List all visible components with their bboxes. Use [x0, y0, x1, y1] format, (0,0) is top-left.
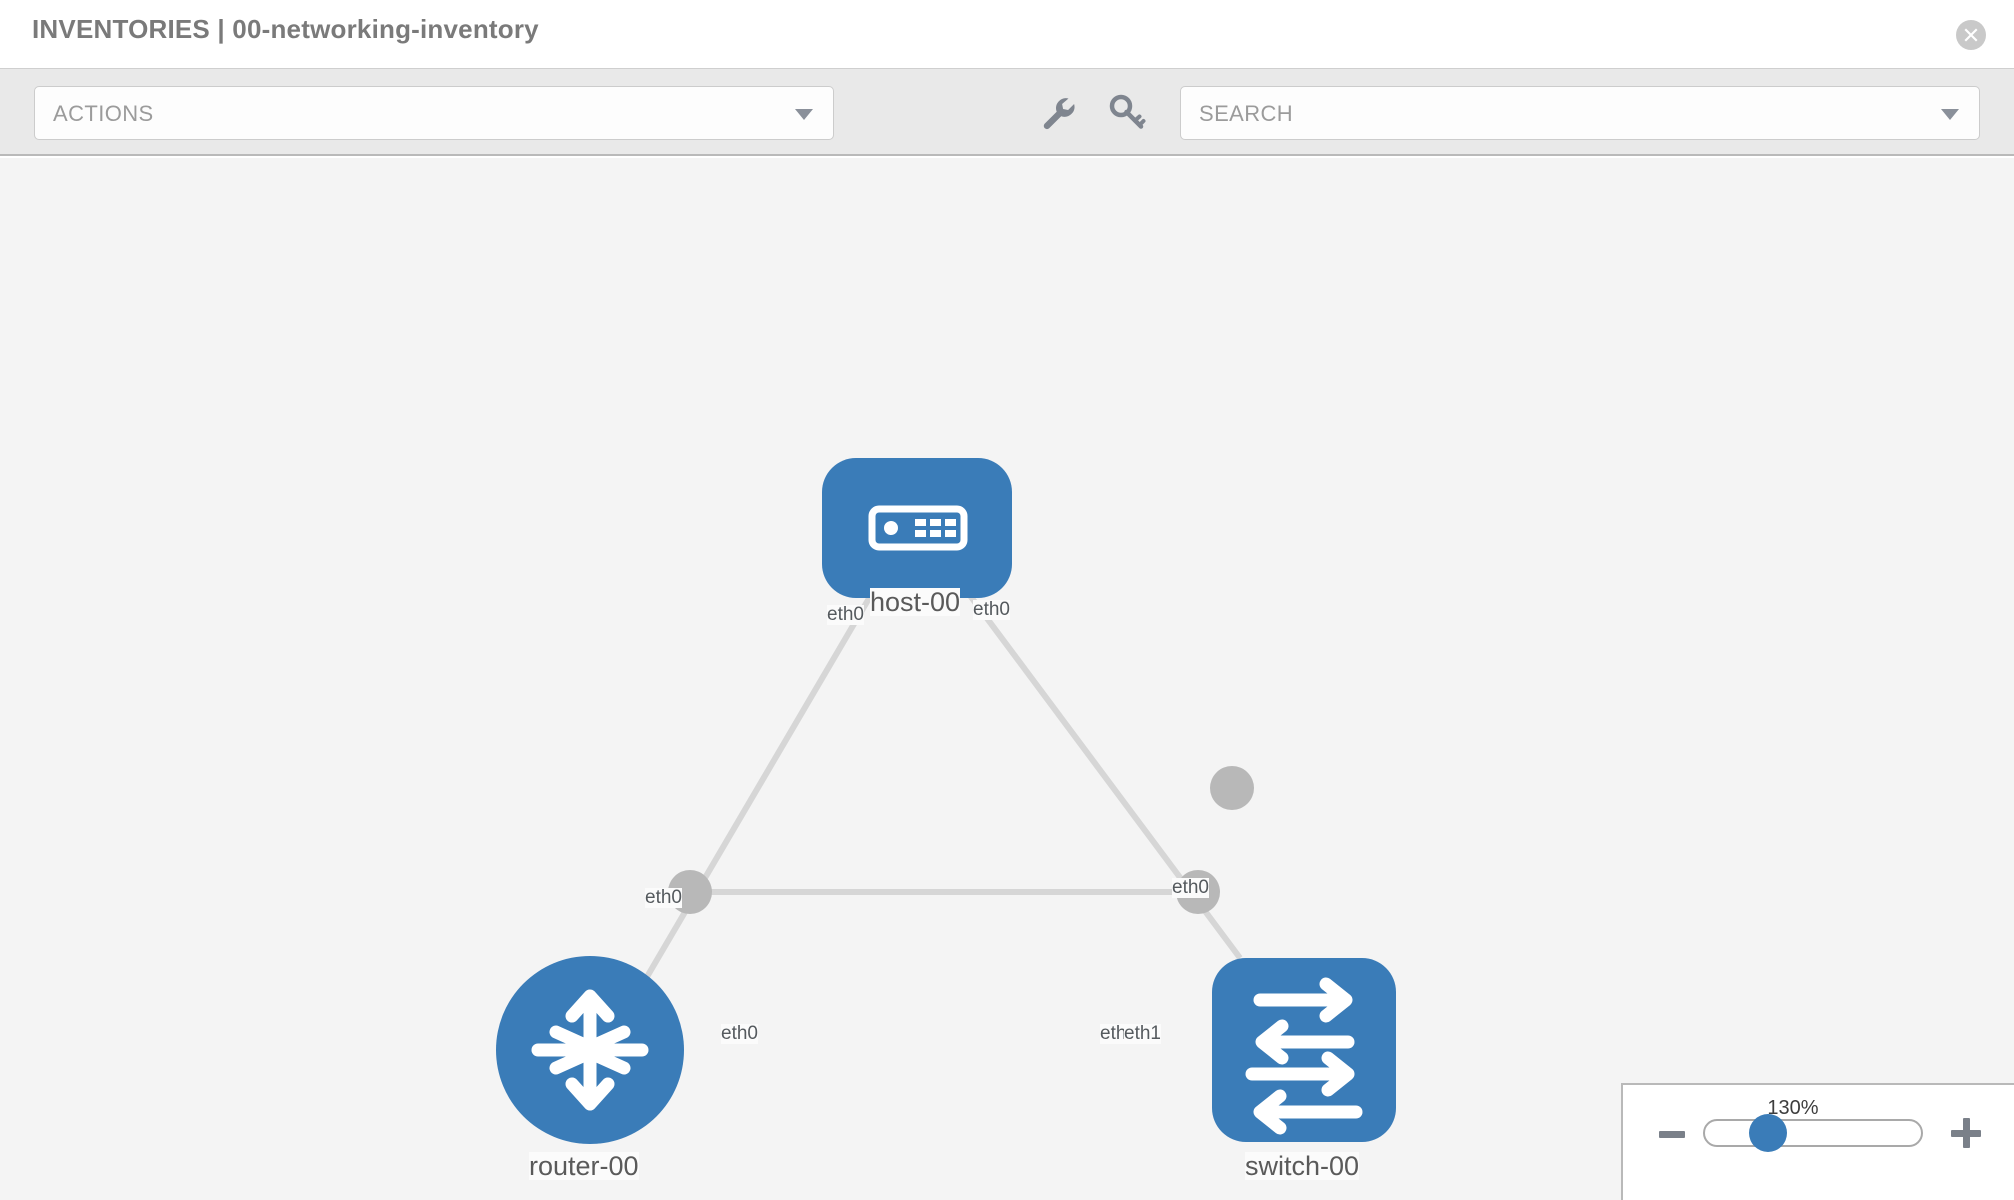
node-label-router-00: router-00	[529, 1151, 639, 1181]
chevron-down-icon	[795, 109, 813, 120]
page-title: INVENTORIES | 00-networking-inventory	[32, 14, 539, 44]
topology-canvas[interactable]: eth0 eth0 eth0 eth0 eth0 eth0 eth1 host-…	[0, 158, 2014, 1200]
zoom-in-button[interactable]	[1951, 1118, 1981, 1148]
topology-links	[621, 564, 1243, 1018]
key-icon[interactable]	[1102, 89, 1150, 137]
zoom-level-value: 130%	[1767, 1097, 1819, 1119]
iface-label: eth0	[973, 599, 1010, 620]
page-header: INVENTORIES | 00-networking-inventory	[0, 0, 2014, 68]
iface-label: eth0	[827, 604, 864, 625]
zoom-control-panel: 130%	[1621, 1083, 2014, 1200]
iface-label: eth0	[1172, 877, 1209, 898]
node-host-00[interactable]	[822, 458, 1012, 598]
zoom-slider-thumb[interactable]	[1749, 1114, 1787, 1152]
node-router-00[interactable]	[496, 956, 684, 1144]
topology-graph	[496, 458, 1396, 1144]
node-label-host-00: host-00	[870, 587, 961, 617]
link-host-router	[621, 564, 891, 1018]
iface-label: eth0	[645, 887, 682, 908]
search-placeholder: SEARCH	[1199, 101, 1294, 126]
zoom-out-button[interactable]	[1659, 1131, 1685, 1138]
close-icon[interactable]	[1956, 20, 1986, 50]
iface-label: eth1	[1124, 1023, 1161, 1044]
search-input[interactable]: SEARCH	[1180, 86, 1980, 140]
port-switch-nw	[1210, 766, 1254, 810]
iface-label: eth0	[721, 1023, 758, 1044]
search-chevron-down-icon[interactable]	[1941, 109, 1959, 120]
actions-dropdown-label: ACTIONS	[53, 101, 154, 126]
node-switch-00[interactable]	[1212, 958, 1396, 1142]
zoom-slider-track[interactable]	[1703, 1119, 1923, 1147]
actions-dropdown[interactable]: ACTIONS	[34, 86, 834, 140]
toolbar: ACTIONS SEARCH	[0, 68, 2014, 156]
wrench-icon[interactable]	[1035, 89, 1083, 137]
node-label-switch-00: switch-00	[1245, 1151, 1360, 1181]
